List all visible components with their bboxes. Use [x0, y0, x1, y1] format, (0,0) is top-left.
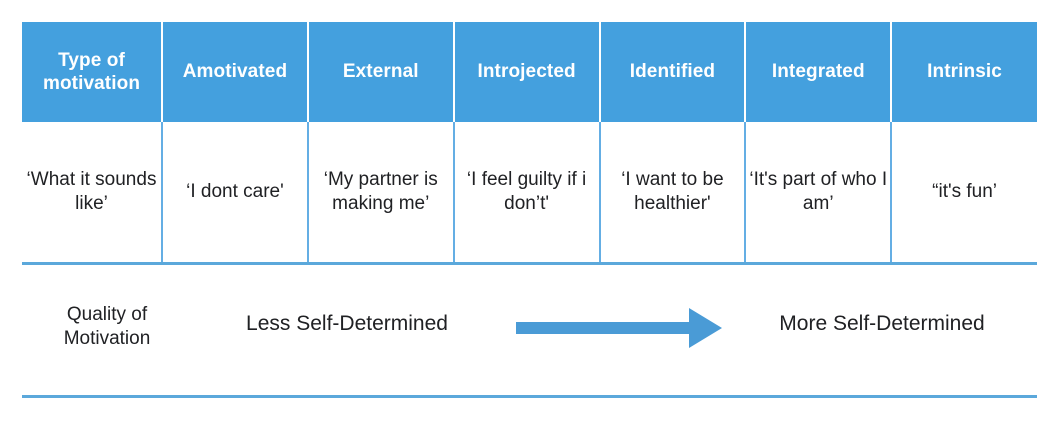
table-row: ‘What it sounds like’ ‘I dont care' ‘My …: [22, 122, 1037, 262]
table-bottom-rule: [22, 262, 1037, 265]
table-header: Type of motivation Amotivated External I…: [22, 22, 1037, 122]
cell-external-quote: ‘My partner is making me’: [306, 122, 454, 262]
header-cell-integrated: Integrated: [744, 22, 892, 122]
right-arrow-icon: [494, 304, 726, 352]
cell-introjected-quote: ‘I feel guilty if i don’t': [452, 122, 600, 262]
row-label-what-it-sounds-like: ‘What it sounds like’: [22, 122, 163, 262]
table-header-row: Type of motivation Amotivated External I…: [22, 22, 1037, 122]
figure-bottom-rule: [22, 395, 1037, 398]
header-cell-identified: Identified: [598, 22, 746, 122]
header-cell-type-of-motivation: Type of motivation: [22, 22, 163, 122]
cell-integrated-quote: ‘It's part of who I am’: [744, 122, 892, 262]
header-cell-amotivated: Amotivated: [161, 22, 308, 122]
header-cell-intrinsic: Intrinsic: [890, 22, 1037, 122]
header-cell-introjected: Introjected: [452, 22, 600, 122]
motivation-table: Type of motivation Amotivated External I…: [22, 22, 1037, 262]
less-self-determined-label: Less Self-Determined: [246, 312, 448, 335]
cell-intrinsic-quote: “it's fun’: [890, 122, 1037, 262]
more-self-determined-label: More Self-Determined: [779, 312, 985, 335]
quality-of-motivation-label: Quality of Motivation: [63, 304, 151, 350]
cell-identified-quote: ‘I want to be healthier': [598, 122, 746, 262]
motivation-table-container: Type of motivation Amotivated External I…: [22, 22, 1037, 262]
quality-of-motivation-row: Quality of Motivation Less Self-Determin…: [22, 262, 1037, 395]
header-cell-external: External: [306, 22, 454, 122]
cell-amotivated-quote: ‘I dont care': [161, 122, 308, 262]
table-body: ‘What it sounds like’ ‘I dont care' ‘My …: [22, 122, 1037, 262]
